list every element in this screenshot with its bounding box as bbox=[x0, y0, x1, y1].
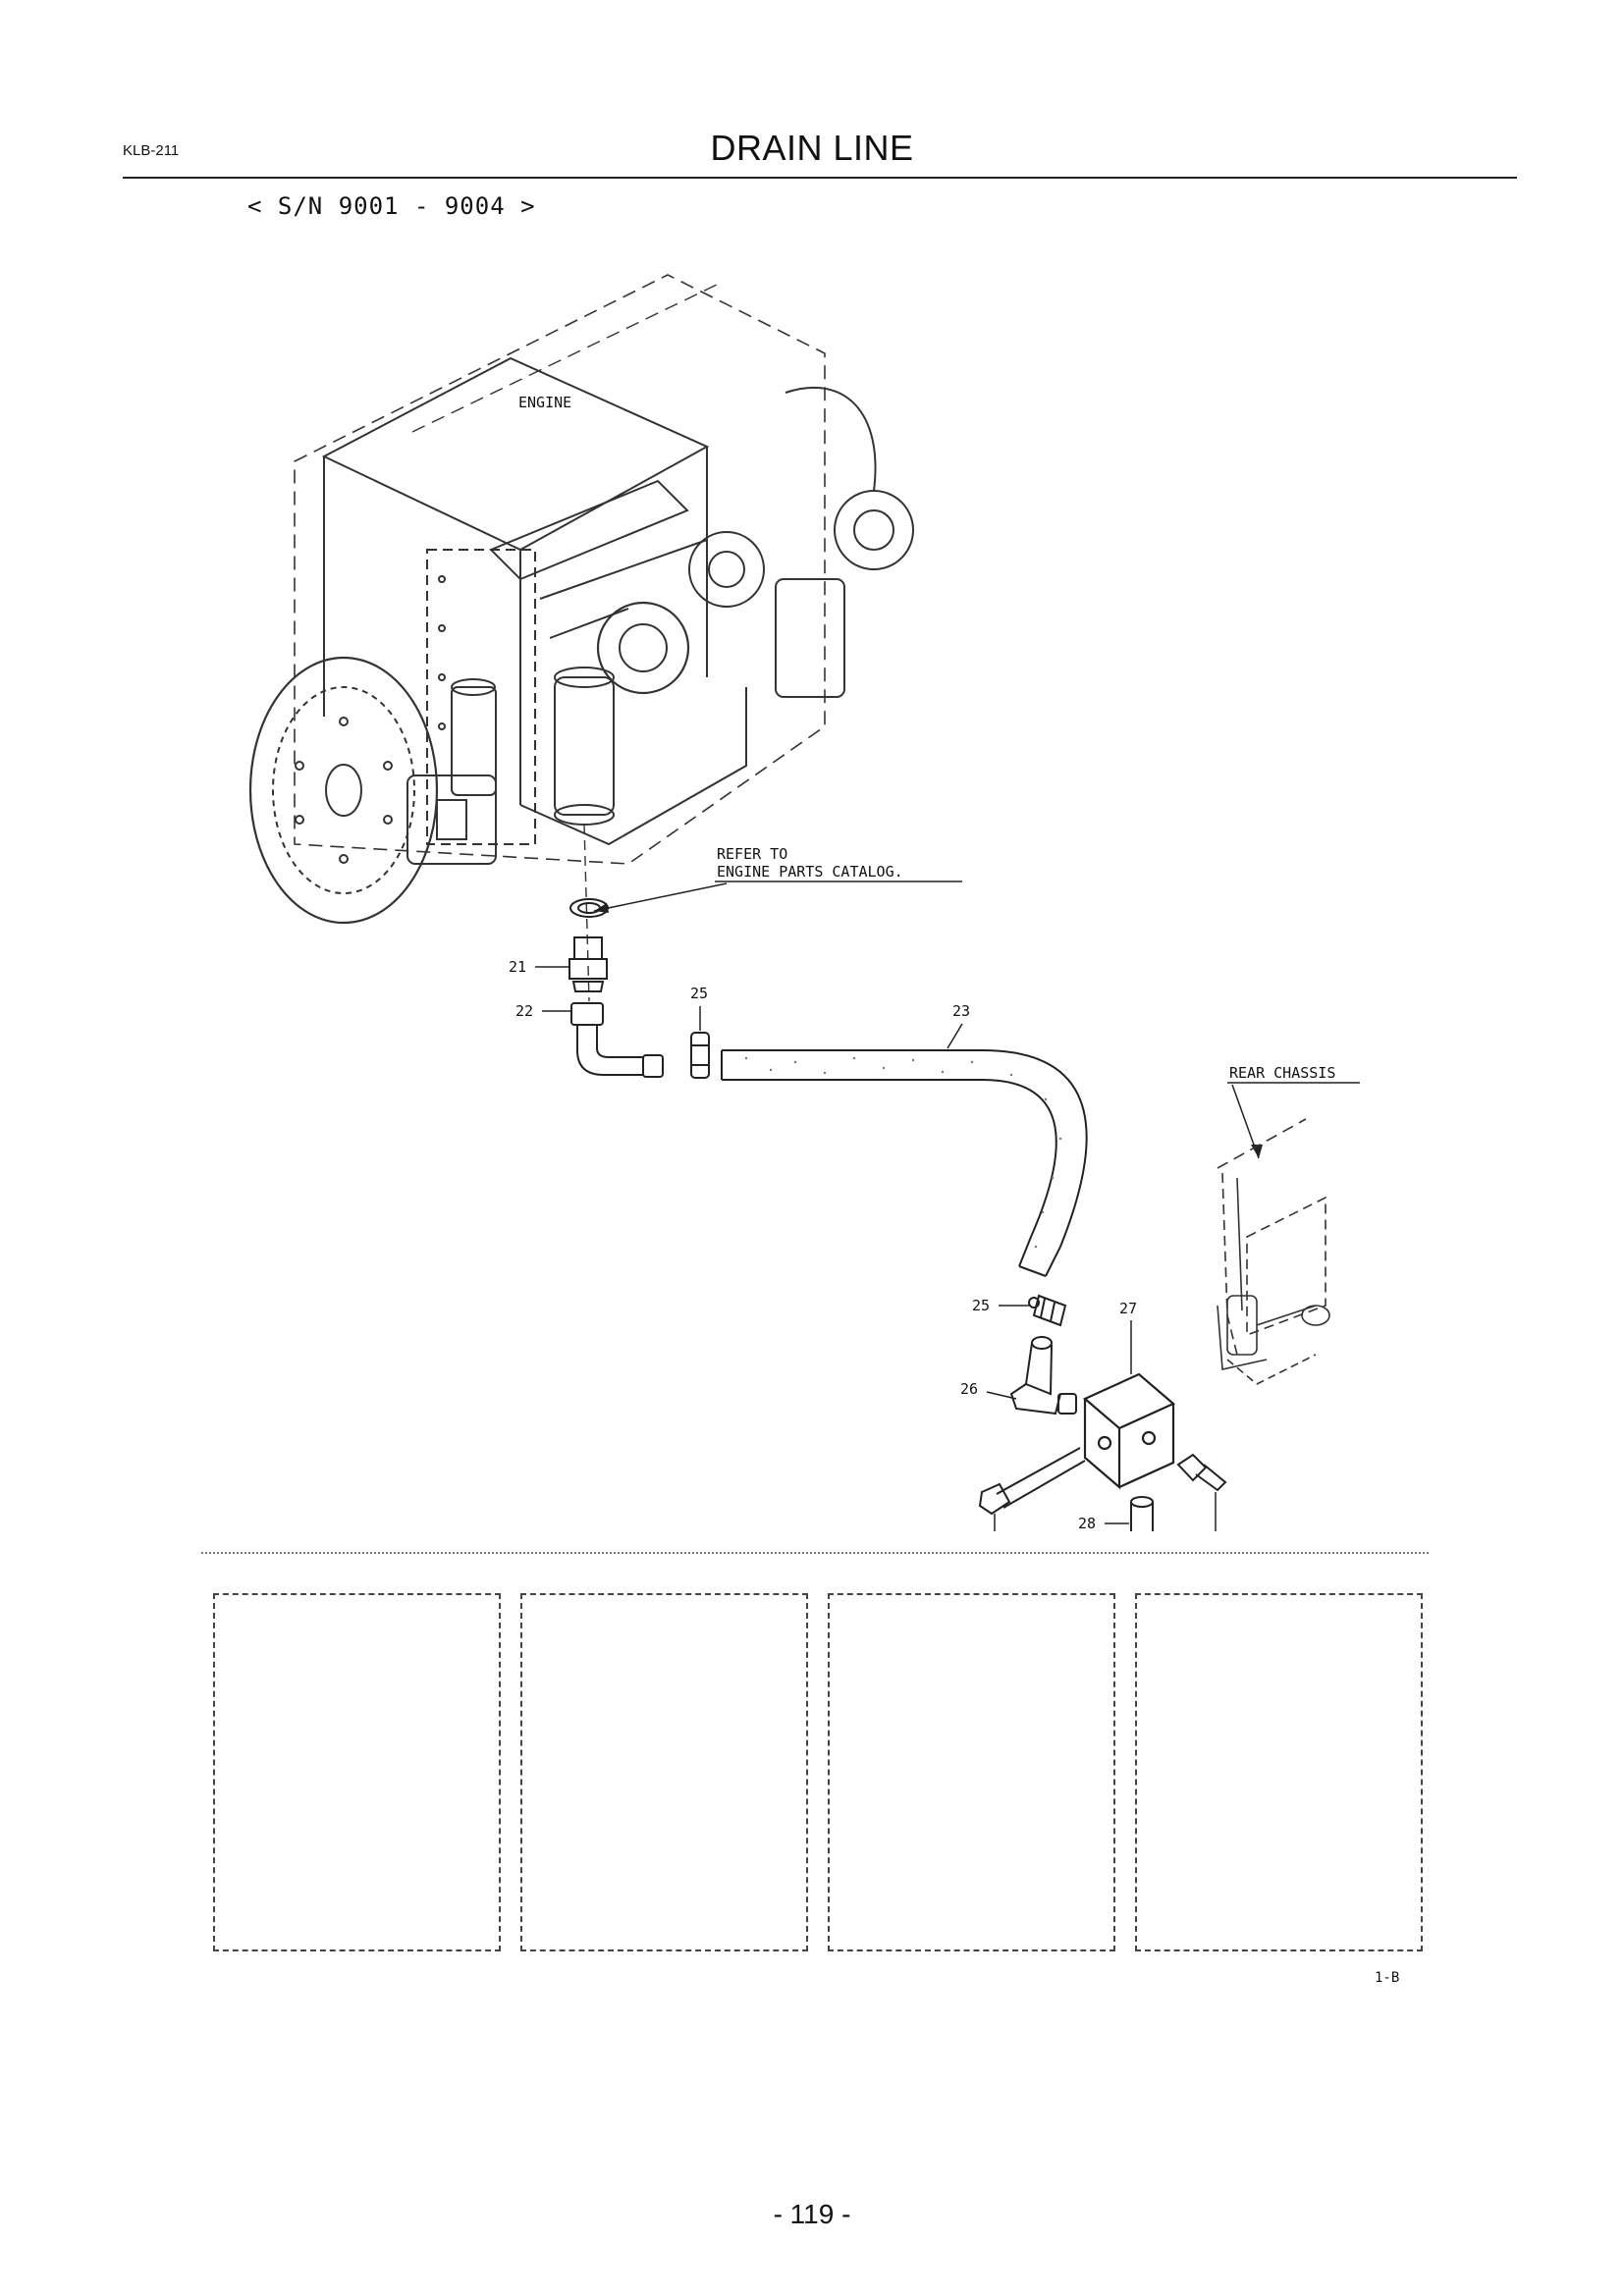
page-title: DRAIN LINE bbox=[710, 128, 914, 168]
engine-label: ENGINE bbox=[518, 394, 571, 411]
part-25-clamp-top bbox=[690, 1032, 710, 1079]
serial-range: < S/N 9001 - 9004 > bbox=[247, 192, 536, 220]
refer-to-note-line1: REFER TO bbox=[717, 845, 787, 863]
header-divider bbox=[123, 177, 1517, 179]
hose-texture bbox=[744, 1056, 1062, 1249]
callout-28: 28 bbox=[1078, 1515, 1096, 1531]
callout-leader-23 bbox=[947, 1023, 963, 1049]
drain-line-diagram: ENGINE REFER TO ENGINE PARTS CATALOG. 21… bbox=[248, 274, 1360, 1531]
refer-to-note-line2: ENGINE PARTS CATALOG. bbox=[717, 863, 903, 881]
callout-27: 27 bbox=[1119, 1300, 1137, 1317]
part-26-elbow bbox=[1009, 1336, 1077, 1415]
part-24-bolt bbox=[1176, 1453, 1227, 1492]
catalog-code: KLB-211 bbox=[123, 142, 180, 159]
callout-leader-26 bbox=[986, 1391, 1017, 1400]
refer-to-leader bbox=[593, 882, 728, 912]
page-number: - 119 - bbox=[773, 2199, 851, 2229]
callout-26: 26 bbox=[960, 1380, 978, 1398]
callout-23: 23 bbox=[952, 1002, 970, 1020]
callout-25-top: 25 bbox=[690, 985, 708, 1002]
part-21-adapter bbox=[568, 936, 608, 992]
part-29-bolt bbox=[978, 1447, 1086, 1516]
part-25-clamp-mid bbox=[1028, 1294, 1067, 1327]
rear-chassis-label: REAR CHASSIS bbox=[1229, 1064, 1335, 1082]
part-27-block bbox=[1082, 1372, 1176, 1490]
engine-illustration bbox=[248, 274, 914, 1002]
notes-box-1 bbox=[213, 1593, 501, 1951]
drain-gasket bbox=[569, 898, 609, 918]
notes-box-group bbox=[213, 1593, 1423, 1951]
notes-box-3 bbox=[828, 1593, 1115, 1951]
part-22-elbow bbox=[570, 1002, 664, 1078]
notes-box-2 bbox=[520, 1593, 808, 1951]
callout-25-mid: 25 bbox=[972, 1297, 990, 1314]
part-28-plug bbox=[1130, 1496, 1154, 1531]
section-divider bbox=[201, 1552, 1429, 1554]
sheet-id: 1-B bbox=[1375, 1970, 1400, 1986]
notes-box-4 bbox=[1135, 1593, 1423, 1951]
rear-chassis-frame bbox=[1217, 1118, 1330, 1385]
callout-21: 21 bbox=[509, 958, 526, 976]
part-23-hose bbox=[721, 1049, 1088, 1277]
callout-22: 22 bbox=[515, 1002, 533, 1020]
